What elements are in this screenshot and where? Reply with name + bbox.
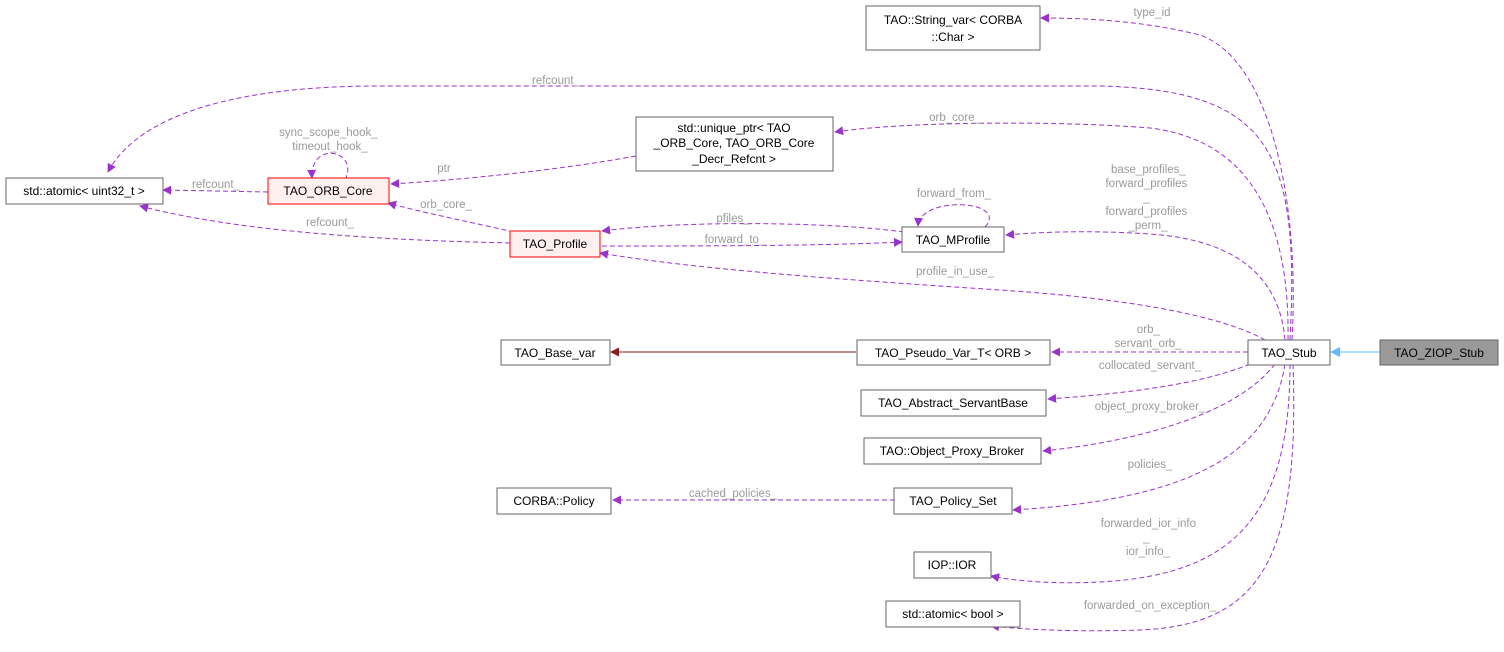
edge-profile-in-use bbox=[599, 249, 1266, 341]
svg-text:_Decr_Refcnt >: _Decr_Refcnt > bbox=[691, 152, 776, 166]
edge-refcount-low bbox=[139, 203, 511, 244]
svg-text:::Char >: ::Char > bbox=[931, 30, 974, 44]
edge-refcount-top bbox=[107, 85, 1293, 341]
label-ptr: ptr bbox=[437, 163, 451, 175]
label-forward-to: forward_to_ bbox=[705, 234, 766, 246]
label-orb-core-mid: orb_core_ bbox=[420, 199, 472, 211]
label-sync-scope-hook: sync_scope_hook_ timeout_hook_ bbox=[279, 127, 381, 153]
label-pfiles: pfiles_ bbox=[716, 213, 750, 225]
label-cached-policies: cached_policies_ bbox=[689, 488, 778, 500]
svg-text:CORBA::Policy: CORBA::Policy bbox=[513, 494, 594, 508]
svg-text:TAO_ORB_Core: TAO_ORB_Core bbox=[283, 184, 372, 198]
node-tao-profile[interactable]: TAO_Profile bbox=[509, 230, 601, 258]
svg-text:TAO_Policy_Set: TAO_Policy_Set bbox=[909, 494, 997, 508]
node-tao-pseudo-var[interactable]: TAO_Pseudo_Var_T< ORB > bbox=[856, 339, 1051, 366]
svg-text:std::atomic< uint32_t >: std::atomic< uint32_t > bbox=[23, 184, 144, 198]
label-base-profiles: base_profiles_ forward_profiles _ forwar… bbox=[1105, 164, 1190, 232]
edge-collocated-servant bbox=[1047, 363, 1251, 403]
node-tao-base-var[interactable]: TAO_Base_var bbox=[500, 339, 611, 366]
label-forwarded-on-exception: forwarded_on_exception_ bbox=[1084, 600, 1217, 612]
node-tao-mprofile[interactable]: TAO_MProfile bbox=[901, 226, 1005, 253]
nodes: TAO_ZIOP_Stub TAO_Stub TAO::String_var< … bbox=[5, 5, 1499, 628]
edge-pfiles bbox=[601, 223, 905, 235]
edge-refcount-mid bbox=[162, 185, 269, 195]
node-iop-ior[interactable]: IOP::IOR bbox=[913, 551, 992, 579]
label-refcount-mid: refcount_ bbox=[192, 179, 241, 191]
node-object-proxy-broker[interactable]: TAO::Object_Proxy_Broker bbox=[863, 437, 1042, 465]
edge-forward-to bbox=[601, 237, 903, 247]
svg-text:TAO::String_var< CORBA: TAO::String_var< CORBA bbox=[884, 13, 1022, 27]
edge-forwarded-on-exception bbox=[990, 363, 1295, 632]
label-type-id: type_id bbox=[1133, 7, 1170, 19]
node-tao-orb-core[interactable]: TAO_ORB_Core bbox=[267, 177, 390, 205]
edge-policies bbox=[1012, 363, 1286, 515]
node-tao-policy-set[interactable]: TAO_Policy_Set bbox=[893, 487, 1013, 515]
svg-text:TAO_ZIOP_Stub: TAO_ZIOP_Stub bbox=[1394, 346, 1484, 360]
label-orb-core-top: orb_core_ bbox=[929, 112, 981, 124]
label-orb: orb_ servant_orb_ bbox=[1114, 324, 1182, 350]
node-atomic-uint32[interactable]: std::atomic< uint32_t > bbox=[5, 177, 164, 205]
label-profile-in-use: profile_in_use_ bbox=[916, 266, 995, 278]
svg-text:TAO_Abstract_ServantBase: TAO_Abstract_ServantBase bbox=[878, 396, 1028, 410]
edge-ptr bbox=[390, 155, 637, 189]
edge-forward-from bbox=[914, 204, 990, 228]
node-atomic-bool[interactable]: std::atomic< bool > bbox=[885, 600, 1021, 628]
edge-labels: type_id refcount_ orb_core_ sync_scope_h… bbox=[192, 7, 1217, 612]
edges bbox=[107, 13, 1380, 632]
node-unique-ptr[interactable]: std::unique_ptr< TAO _ORB_Core, TAO_ORB_… bbox=[635, 116, 834, 172]
label-refcount-low: refcount_ bbox=[306, 217, 355, 229]
svg-text:IOP::IOR: IOP::IOR bbox=[928, 558, 977, 572]
svg-text:TAO_Stub: TAO_Stub bbox=[1261, 346, 1316, 360]
edge-orb-core-top bbox=[834, 122, 1289, 341]
edge-ior-info bbox=[990, 363, 1291, 584]
edge-type-id bbox=[1040, 13, 1294, 341]
svg-text:TAO_MProfile: TAO_MProfile bbox=[916, 233, 991, 247]
svg-text:TAO_Profile: TAO_Profile bbox=[523, 237, 588, 251]
label-object-proxy-broker: object_proxy_broker_ bbox=[1095, 401, 1206, 413]
label-forward-from: forward_from_ bbox=[917, 188, 992, 200]
edge-object-proxy-broker bbox=[1042, 363, 1276, 455]
svg-text:TAO_Pseudo_Var_T< ORB >: TAO_Pseudo_Var_T< ORB > bbox=[875, 346, 1031, 360]
label-refcount-top: refcount_ bbox=[532, 75, 581, 87]
node-tao-stub[interactable]: TAO_Stub bbox=[1247, 339, 1331, 366]
edge-base-profiles bbox=[1005, 229, 1286, 341]
edge-orb-core-self bbox=[307, 152, 349, 181]
label-policies: policies_ bbox=[1128, 459, 1173, 471]
svg-text:TAO_Base_var: TAO_Base_var bbox=[514, 346, 595, 360]
label-collocated-servant: collocated_servant_ bbox=[1099, 360, 1202, 372]
svg-text:std::unique_ptr< TAO: std::unique_ptr< TAO bbox=[677, 121, 790, 135]
node-string-var[interactable]: TAO::String_var< CORBA ::Char > bbox=[865, 5, 1041, 51]
svg-text:std::atomic< bool >: std::atomic< bool > bbox=[902, 607, 1003, 621]
svg-text:_ORB_Core, TAO_ORB_Core: _ORB_Core, TAO_ORB_Core bbox=[653, 136, 815, 150]
node-corba-policy[interactable]: CORBA::Policy bbox=[496, 487, 612, 515]
node-tao-abstract-servantbase[interactable]: TAO_Abstract_ServantBase bbox=[860, 389, 1047, 417]
label-forwarded-ior-info: forwarded_ior_info _ ior_info_ bbox=[1101, 518, 1199, 558]
svg-text:TAO::Object_Proxy_Broker: TAO::Object_Proxy_Broker bbox=[880, 444, 1025, 458]
node-tao-ziop-stub: TAO_ZIOP_Stub bbox=[1379, 339, 1499, 366]
